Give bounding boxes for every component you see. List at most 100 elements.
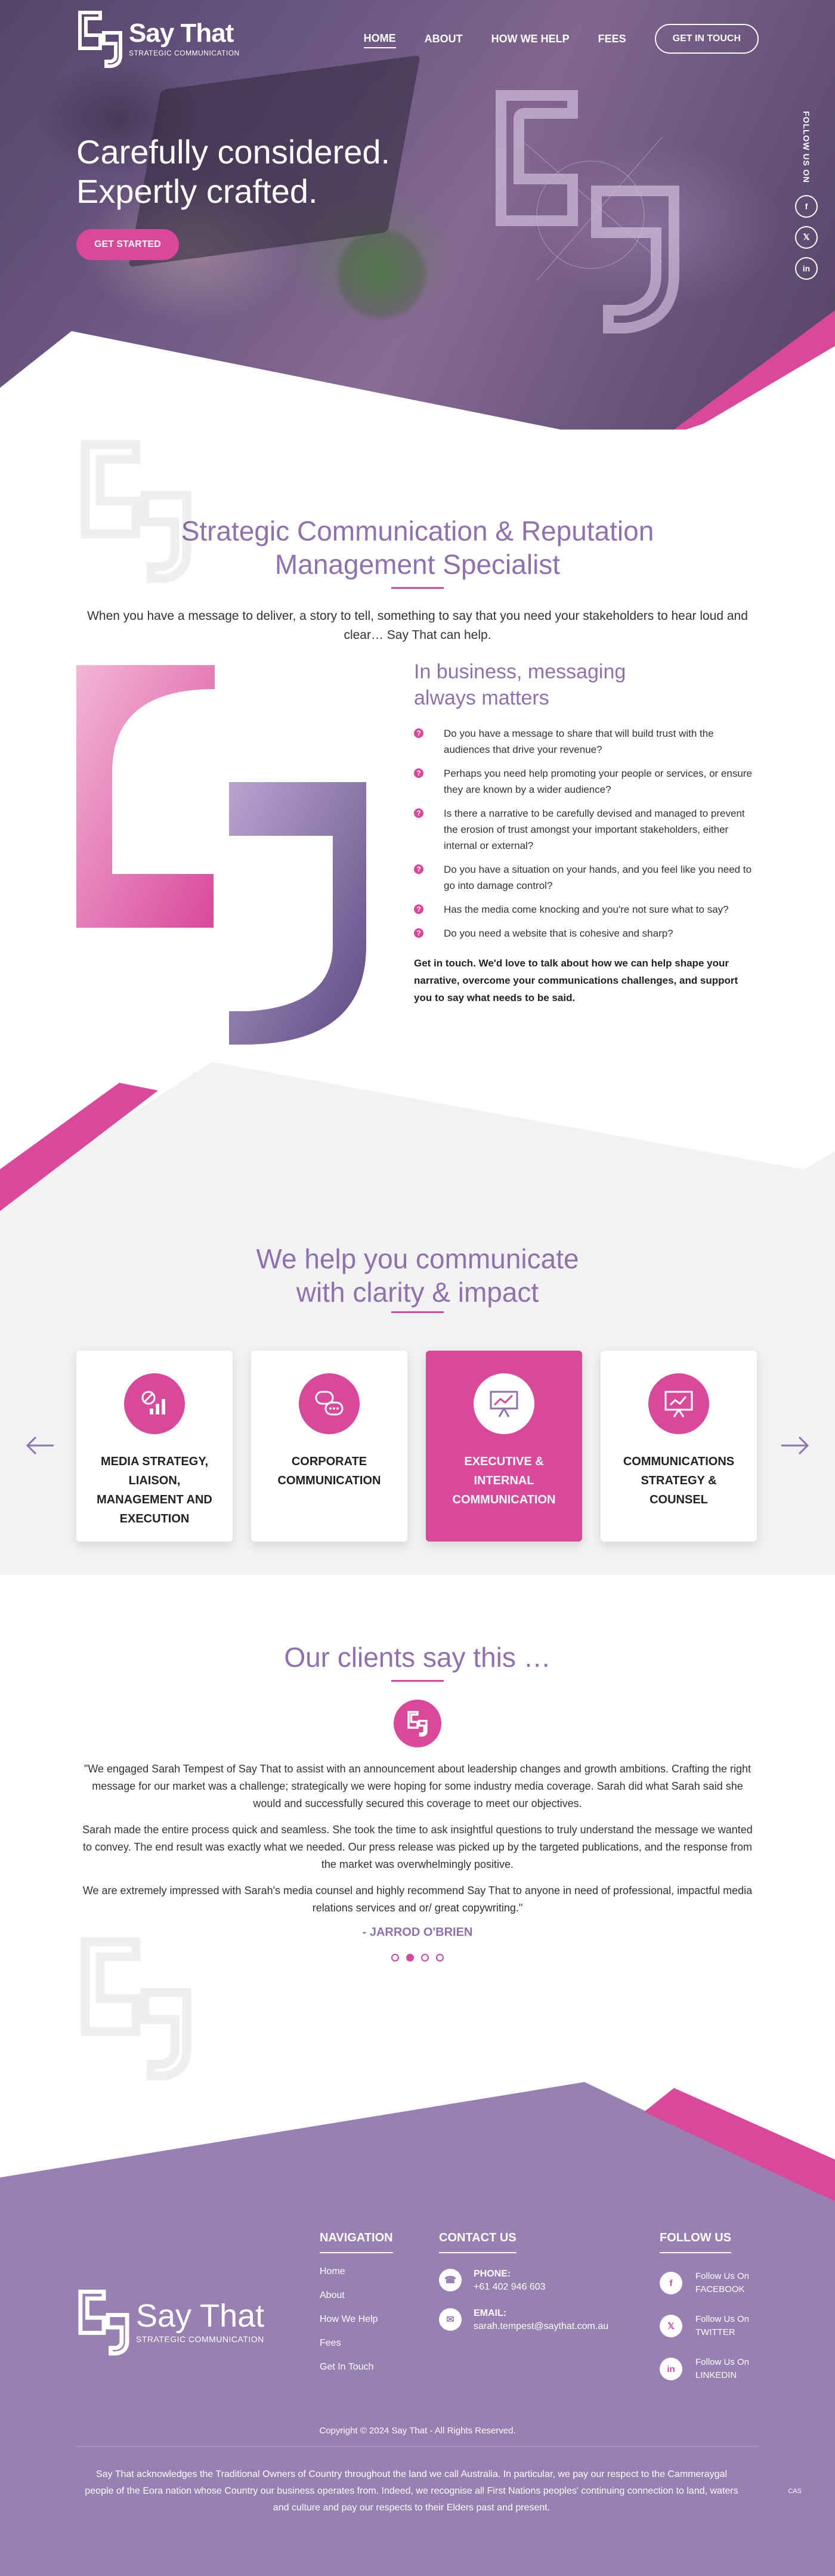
footer-link-fees[interactable]: Fees xyxy=(320,2338,341,2348)
follow-us-label: FOLLOW US ON xyxy=(802,111,811,183)
footer-logo[interactable]: Say That STRATEGIC COMMUNICATION xyxy=(76,2287,264,2356)
intro-title-line-1: Strategic Communication & Reputation xyxy=(181,515,654,546)
get-started-button[interactable]: GET STARTED xyxy=(76,229,179,260)
phone-value: +61 402 946 603 xyxy=(474,2282,546,2292)
business-title: In business, messaging always matters xyxy=(414,659,754,711)
services-top-shape xyxy=(0,1062,835,1217)
testimonials-title-divider xyxy=(391,1680,444,1682)
presentation-icon xyxy=(474,1373,534,1434)
question-icon: ? xyxy=(414,864,423,874)
footer-contact-heading: CONTACT US xyxy=(439,2231,517,2253)
list-item: ? Do you have a message to share that wil… xyxy=(414,725,754,758)
get-in-touch-button[interactable]: GET IN TOUCH xyxy=(654,24,759,54)
footer-link-home[interactable]: Home xyxy=(320,2266,345,2277)
email-label: EMAIL: xyxy=(474,2308,507,2318)
service-card-executive-internal[interactable]: EXECUTIVE & INTERNAL COMMUNICATION xyxy=(426,1351,582,1542)
watermark-quote-icon xyxy=(81,1937,191,2081)
cas-badge[interactable]: CAS xyxy=(788,2488,802,2495)
footer-contact: CONTACT US ☎ PHONE: +61 402 946 603 ✉ EM… xyxy=(439,2231,608,2332)
footer-link-get-in-touch[interactable]: Get In Touch xyxy=(320,2362,374,2372)
chat-bubbles-icon xyxy=(299,1373,360,1434)
site-footer: Say That STRATEGIC COMMUNICATION NAVIGAT… xyxy=(0,2082,835,2576)
list-item: ?Is there a narrative to be carefully de… xyxy=(414,805,754,854)
list-item-text: Do you need a website that is cohesive a… xyxy=(444,928,673,939)
footer-navigation: NAVIGATION Home About How We Help Fees G… xyxy=(320,2231,393,2373)
question-icon: ? xyxy=(414,768,423,778)
service-card-title: EXECUTIVE & INTERNAL COMMUNICATION xyxy=(452,1455,556,1506)
service-card-corporate-communication[interactable]: CORPORATE COMMUNICATION xyxy=(251,1351,407,1542)
site-logo[interactable]: Say That STRATEGIC COMMUNICATION xyxy=(76,9,240,69)
follow-line: Follow Us On xyxy=(695,2271,750,2281)
footer-phone[interactable]: ☎ PHONE: +61 402 946 603 xyxy=(439,2269,608,2293)
footer-email[interactable]: ✉ EMAIL: sarah.tempest@saythat.com.au xyxy=(439,2308,608,2332)
question-icon: ? xyxy=(414,808,423,818)
service-card-title: COMMUNICATIONS STRATEGY & COUNSEL xyxy=(623,1455,735,1506)
footer-follow-facebook[interactable]: f Follow Us On FACEBOOK xyxy=(660,2270,749,2296)
logo-name: Say That xyxy=(129,18,234,48)
question-icon: ? xyxy=(414,728,423,738)
hero-plant-shape xyxy=(334,227,429,322)
business-title-line-2: always matters xyxy=(414,687,549,709)
list-item-text: Do you have a situation on your hands, a… xyxy=(444,864,752,891)
pagination-dot[interactable] xyxy=(391,1954,399,1962)
follow-line: Follow Us On xyxy=(695,2314,750,2324)
testimonial-paragraph: We are extremely impressed with Sarah's … xyxy=(82,1885,753,1914)
nav-fees[interactable]: FEES xyxy=(598,32,626,45)
footer-link-about[interactable]: About xyxy=(320,2290,345,2300)
phone-label: PHONE: xyxy=(474,2269,511,2279)
footer-logo-name: Say That xyxy=(136,2298,265,2334)
hero-quote-mark-icon xyxy=(496,90,679,333)
testimonial-text: "We engaged Sarah Tempest of Say That to… xyxy=(81,1760,754,1917)
business-closing: Get in touch. We'd love to talk about ho… xyxy=(414,957,738,1003)
testimonial-paragraph: Sarah made the entire process quick and … xyxy=(82,1824,753,1870)
follow-network: LINKEDIN xyxy=(695,2370,737,2380)
footer-logo-tagline: STRATEGIC COMMUNICATION xyxy=(136,2334,264,2344)
nav-how-we-help[interactable]: HOW WE HELP xyxy=(491,32,570,45)
carousel-next-arrow-icon[interactable] xyxy=(780,1435,810,1456)
linkedin-icon[interactable]: in xyxy=(795,257,818,280)
intro-title-divider xyxy=(391,587,444,589)
intro-section: Strategic Communication & Reputation Man… xyxy=(0,430,835,1062)
question-icon: ? xyxy=(414,904,423,914)
footer-divider xyxy=(76,2446,759,2447)
media-strategy-icon xyxy=(124,1373,185,1434)
list-item-text: Do you have a message to share that will… xyxy=(444,728,714,755)
carousel-prev-arrow-icon[interactable] xyxy=(25,1435,55,1456)
pagination-dot[interactable] xyxy=(421,1954,429,1962)
footer-logo-quote-icon xyxy=(78,2289,129,2356)
business-title-line-1: In business, messaging xyxy=(414,660,626,683)
email-icon: ✉ xyxy=(439,2308,462,2331)
hero-title: Carefully considered. Expertly crafted. xyxy=(76,132,390,211)
pagination-dot-active[interactable] xyxy=(406,1954,414,1962)
list-item-text: Perhaps you need help promoting your peo… xyxy=(444,768,752,795)
service-card-title: CORPORATE COMMUNICATION xyxy=(277,1455,381,1487)
services-title: We help you communicate with clarity & i… xyxy=(0,1242,835,1309)
quote-mark-collage-icon xyxy=(76,665,366,1045)
service-card-media-strategy[interactable]: MEDIA STRATEGY, LIAISON, MANAGEMENT AND … xyxy=(76,1351,233,1542)
list-item: ? Do you have a situation on your hands, … xyxy=(414,861,754,894)
twitter-x-icon[interactable]: 𝕏 xyxy=(795,226,818,249)
acknowledgement-of-country: Say That acknowledges the Traditional Ow… xyxy=(85,2469,738,2513)
service-card-communications-strategy[interactable]: COMMUNICATIONS STRATEGY & COUNSEL xyxy=(601,1351,757,1542)
pagination-dot[interactable] xyxy=(436,1954,444,1962)
nav-home[interactable]: HOME xyxy=(363,30,396,48)
service-cards: MEDIA STRATEGY, LIAISON, MANAGEMENT AND … xyxy=(76,1351,757,1542)
services-title-divider xyxy=(391,1311,444,1313)
footer-link-how-we-help[interactable]: How We Help xyxy=(320,2314,378,2324)
footer-nav-heading: NAVIGATION xyxy=(320,2231,393,2253)
intro-title: Strategic Communication & Reputation Man… xyxy=(0,430,835,581)
nav-about[interactable]: ABOUT xyxy=(424,32,463,45)
twitter-x-icon: 𝕏 xyxy=(660,2315,682,2337)
facebook-icon: f xyxy=(660,2272,682,2294)
hero-title-line-2: Expertly crafted. xyxy=(76,172,318,210)
business-question-list: ? Do you have a message to share that wil… xyxy=(414,725,754,941)
follow-us-sidebar: FOLLOW US ON f 𝕏 in xyxy=(794,111,818,288)
list-item: ?Do you need a website that is cohesive … xyxy=(414,925,754,941)
site-header: Say That STRATEGIC COMMUNICATION HOME AB… xyxy=(0,0,835,78)
testimonial-author: - JARROD O'BRIEN xyxy=(362,1926,473,1939)
follow-network: FACEBOOK xyxy=(695,2284,745,2294)
facebook-icon[interactable]: f xyxy=(795,194,818,218)
